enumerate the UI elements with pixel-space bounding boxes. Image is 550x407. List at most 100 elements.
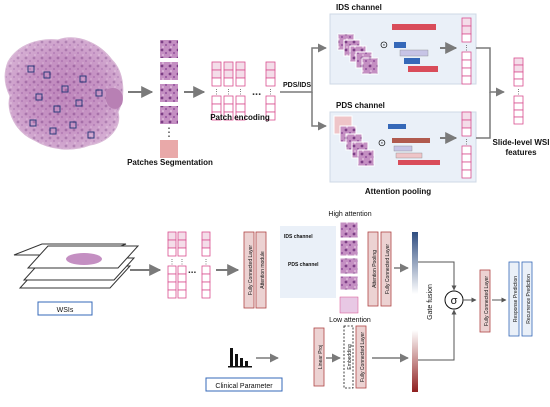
attention-pooling-layer-label: Attention Pooling xyxy=(372,250,378,288)
vector-cell xyxy=(461,145,472,155)
vector-gap-dots: ⋮ xyxy=(515,89,522,96)
bottom-embedding-ellipsis: ... xyxy=(188,265,197,276)
vector-cell xyxy=(513,109,524,118)
pds-dot-operator: ⊙ xyxy=(378,138,386,149)
linear-proj-label: Linear Proj xyxy=(318,345,324,369)
ids-output-column: ⋮ xyxy=(461,17,472,85)
bottom-embedding-columns: ⋮⋮⋮ xyxy=(167,231,211,299)
vector-cell xyxy=(513,78,524,87)
vector-gap-dots: ⋮ xyxy=(213,89,220,96)
vector-cell xyxy=(265,103,276,113)
vector-cell xyxy=(235,103,246,113)
vector-cell xyxy=(461,25,472,35)
bottom-pds-channel-label: PDS channel xyxy=(288,262,319,268)
patches-segmentation-label: Patches Segmentation xyxy=(127,158,213,167)
patches-vdots: ⋮ xyxy=(163,125,175,139)
vector-cell xyxy=(235,111,246,121)
vector-cell xyxy=(461,17,472,27)
split-to-ids-arrow xyxy=(280,43,327,93)
vector-cell xyxy=(211,69,222,79)
vector-cell xyxy=(201,265,211,275)
bar-chart-icon xyxy=(228,348,252,368)
final-fc-layer xyxy=(479,269,491,333)
vector-cell xyxy=(461,161,472,171)
clinical-parameter-label: Clinical Parameter xyxy=(215,383,273,390)
vector-cell xyxy=(211,95,222,105)
patch-grid-markers xyxy=(27,65,103,139)
vector-cell xyxy=(513,116,524,125)
vector-cell xyxy=(513,102,524,111)
vector-cell xyxy=(235,69,246,79)
vector-cell xyxy=(177,247,187,257)
vector-cell xyxy=(177,289,187,299)
vector-gap-dots: ⋮ xyxy=(237,89,244,96)
vector-cell xyxy=(177,239,187,249)
wsis-label-box xyxy=(37,301,93,316)
pds-ids-label: PDS/IDS xyxy=(283,82,311,89)
vector-cell xyxy=(461,51,472,61)
pds-attention-bars xyxy=(388,124,440,165)
vector-cell xyxy=(167,239,177,249)
wsi-tissue-image xyxy=(4,37,124,150)
patch-encoding-label: Patch encoding xyxy=(210,113,270,122)
vector-cell xyxy=(177,273,187,283)
fc-attention-layers xyxy=(243,231,267,309)
vector-cell xyxy=(201,281,211,291)
vector-gap-dots: ⋮ xyxy=(203,259,210,266)
vector-cell xyxy=(177,281,187,291)
vector-cell xyxy=(461,153,472,163)
wsis-label: WSIs xyxy=(57,307,74,314)
vector-gap-dots: ⋮ xyxy=(225,89,232,96)
vector-cell xyxy=(211,77,222,87)
vector-gap-dots: ⋮ xyxy=(463,45,470,52)
slide-features-label-line2: features xyxy=(505,148,537,157)
vector-cell xyxy=(201,239,211,249)
patch-embedding-columns: ⋮ ⋮ ⋮ ⋮ xyxy=(211,61,276,121)
attention-ranked-patches xyxy=(339,221,359,314)
vector-cell xyxy=(461,111,472,121)
vector-cell xyxy=(461,67,472,77)
vector-cell xyxy=(265,111,276,121)
vector-cell xyxy=(223,103,234,113)
recurrence-output-box xyxy=(521,261,533,337)
sigma-symbol: σ xyxy=(451,295,458,307)
pds-patch-stack xyxy=(333,115,375,167)
ids-attention-bars xyxy=(392,24,438,72)
vector-cell xyxy=(265,95,276,105)
slide-features-label-line1: Slide-level WSI xyxy=(493,138,550,147)
vector-cell xyxy=(461,119,472,129)
ids-channel-title: IDS channel xyxy=(336,3,382,12)
vector-cell xyxy=(201,247,211,257)
vector-cell xyxy=(223,111,234,121)
vector-cell xyxy=(461,169,472,179)
attention-pooling-label: Attention pooling xyxy=(365,187,431,196)
wsi-to-gate-line xyxy=(418,261,457,291)
clinical-to-gate-line xyxy=(418,309,457,361)
bottom-ids-channel-label: IDS channel xyxy=(284,234,313,240)
vector-cell xyxy=(513,71,524,80)
fc-clinical-layer xyxy=(355,325,367,389)
vector-cell xyxy=(461,75,472,85)
vector-gap-dots: ⋮ xyxy=(267,89,274,96)
final-fc-label: Fully Connected Layer xyxy=(484,276,490,326)
vector-cell xyxy=(201,231,211,241)
vector-cell xyxy=(167,281,177,291)
vector-cell xyxy=(201,289,211,299)
attention-module-label: Attention module xyxy=(260,251,266,289)
recurrence-prediction-label: Recurrence Prediction xyxy=(526,274,532,324)
vector-cell xyxy=(461,33,472,43)
split-to-pds-arrow xyxy=(311,92,327,131)
vector-cell xyxy=(167,265,177,275)
pds-channel-title: PDS channel xyxy=(336,101,385,110)
vector-cell xyxy=(265,69,276,79)
vector-cell xyxy=(461,59,472,69)
vector-cell xyxy=(177,265,187,275)
ids-to-slide-arrow xyxy=(476,47,505,97)
wsi-feature-gradient xyxy=(412,232,418,294)
vector-cell xyxy=(177,231,187,241)
linear-proj-layer xyxy=(313,327,325,387)
vector-cell xyxy=(235,77,246,87)
clinical-feature-gradient xyxy=(412,330,418,392)
vector-cell xyxy=(211,111,222,121)
